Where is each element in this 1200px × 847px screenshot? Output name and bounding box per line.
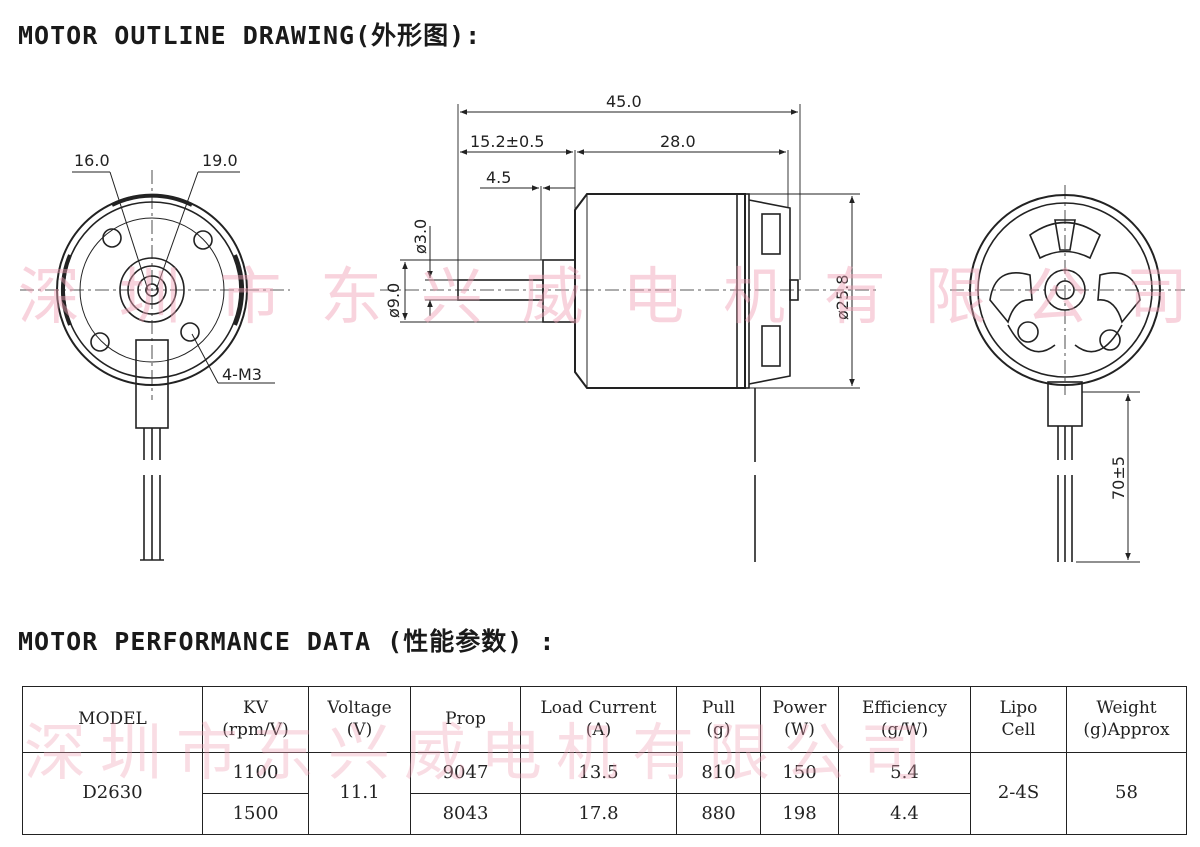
cell-prop: 8043	[410, 793, 521, 835]
cell-lipo: 2-4S	[970, 752, 1067, 835]
header-kv: KV(rpm/V)	[202, 686, 309, 753]
dim-shaft-dia-large: ø9.0	[384, 283, 403, 318]
dim-front-left: 16.0	[74, 151, 110, 170]
outline-title: MOTOR OUTLINE DRAWING(外形图):	[18, 21, 482, 50]
dim-shaft-step: 4.5	[486, 168, 511, 187]
cell-efficiency: 5.4	[838, 752, 971, 794]
table-header-row: MODEL KV(rpm/V) Voltage(V) Prop Load Cur…	[22, 686, 1187, 753]
dim-shaft-dia-small: ø3.0	[411, 219, 430, 254]
header-weight: Weight(g)Approx	[1066, 686, 1187, 753]
dim-body-length: 28.0	[660, 132, 696, 151]
cell-current: 13.5	[520, 752, 677, 794]
cell-kv: 1100	[202, 752, 309, 794]
motor-outline-drawing: 16.0 19.0 4-M3	[18, 92, 1188, 563]
cell-pull: 810	[676, 752, 761, 794]
cell-efficiency: 4.4	[838, 793, 971, 835]
dim-lead-length: 70±5	[1109, 456, 1128, 500]
side-view	[380, 104, 880, 562]
watermark-top: 深圳市东兴威电机有限公司	[18, 260, 1188, 333]
cell-voltage: 11.1	[308, 752, 411, 835]
front-view	[20, 170, 290, 561]
performance-title: MOTOR PERFORMANCE DATA (性能参数) :	[18, 627, 556, 656]
table-row: D2630 1100 11.1 9047 13.5 810 150 5.4 2-…	[22, 752, 1187, 835]
header-model: MODEL	[22, 686, 203, 753]
rear-view	[950, 185, 1185, 563]
header-current: Load Current(A)	[520, 686, 677, 753]
cell-power: 198	[760, 793, 839, 835]
performance-table: MODEL KV(rpm/V) Voltage(V) Prop Load Cur…	[22, 686, 1187, 835]
dim-overall-length: 45.0	[606, 92, 642, 111]
header-prop: Prop	[410, 686, 521, 753]
dim-front-holes: 4-M3	[222, 365, 262, 384]
header-power: Power(W)	[760, 686, 839, 753]
cell-power: 150	[760, 752, 839, 794]
cell-weight: 58	[1066, 752, 1187, 835]
dim-shaft-length: 15.2±0.5	[470, 132, 544, 151]
header-voltage: Voltage(V)	[308, 686, 411, 753]
cell-prop: 9047	[410, 752, 521, 794]
table-row: 1500 8043 17.8 880 198 4.4	[23, 793, 1187, 835]
header-pull: Pull(g)	[676, 686, 761, 753]
cell-model: D2630	[22, 752, 203, 835]
dim-front-right: 19.0	[202, 151, 238, 170]
cell-kv: 1500	[202, 793, 309, 835]
cell-current: 17.8	[520, 793, 677, 835]
cell-pull: 880	[676, 793, 761, 835]
dim-body-dia: ø25.8	[833, 275, 852, 320]
header-efficiency: Efficiency(g/W)	[838, 686, 971, 753]
